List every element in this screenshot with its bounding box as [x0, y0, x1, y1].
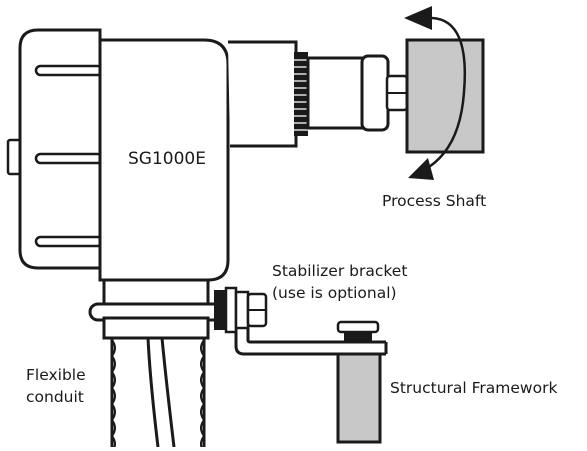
- label-process-shaft: Process Shaft: [382, 192, 486, 210]
- structural-framework: [336, 352, 382, 444]
- rotation-arrow-icon: [404, 6, 466, 180]
- label-conduit-line1: Flexible: [26, 366, 86, 384]
- label-bracket-line2: (use is optional): [272, 284, 397, 302]
- process-shaft: [405, 38, 485, 154]
- sensor-housing: [98, 38, 230, 282]
- flexible-conduit: [110, 337, 206, 451]
- label-conduit-line2: conduit: [26, 388, 84, 406]
- housing-end-cap: [6, 28, 104, 270]
- probe-assembly: [228, 40, 409, 148]
- label-bracket-line1: Stabilizer bracket: [272, 262, 407, 280]
- thread-section: [294, 52, 308, 136]
- conduit-fitting: [88, 278, 228, 340]
- stabilizer-bracket: [214, 286, 388, 356]
- model-label: SG1000E: [128, 149, 206, 169]
- label-framework: Structural Framework: [390, 379, 557, 397]
